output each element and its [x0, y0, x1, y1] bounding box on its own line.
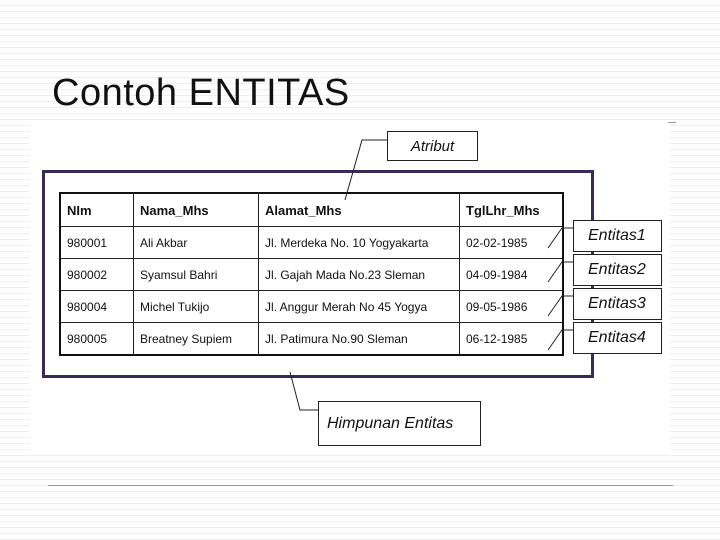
table-row: 980005 Breatney Supiem Jl. Patimura No.9…: [59, 322, 564, 356]
cell-tgllhr: 02-02-1985: [459, 226, 564, 259]
entitas2-leader-line: [547, 261, 573, 283]
cell-tgllhr: 06-12-1985: [459, 322, 564, 356]
himpunan-entitas-callout: Himpunan Entitas: [318, 401, 481, 446]
himpunan-leader-line: [289, 371, 318, 411]
entitas4-leader-line: [547, 329, 573, 351]
atribut-leader-line: [344, 139, 387, 201]
cell-alamat: Jl. Anggur Merah No 45 Yogya: [258, 290, 460, 323]
entitas2-callout: Entitas2: [573, 254, 662, 286]
table-row: 980001 Ali Akbar Jl. Merdeka No. 10 Yogy…: [59, 226, 564, 259]
footer-rule: [48, 485, 673, 486]
cell-alamat: Jl. Gajah Mada No.23 Sleman: [258, 258, 460, 291]
cell-alamat: Jl. Merdeka No. 10 Yogyakarta: [258, 226, 460, 259]
column-header-nama: Nama_Mhs: [133, 192, 259, 227]
table-row: 980002 Syamsul Bahri Jl. Gajah Mada No.2…: [59, 258, 564, 291]
entitas3-callout: Entitas3: [573, 288, 662, 320]
cell-nama: Syamsul Bahri: [133, 258, 259, 291]
atribut-callout: Atribut: [387, 131, 478, 161]
entitas1-leader-line: [547, 227, 573, 249]
cell-nim: 980002: [59, 258, 134, 291]
cell-nim: 980005: [59, 322, 134, 356]
cell-nim: 980001: [59, 226, 134, 259]
entity-table: NIm Nama_Mhs Alamat_Mhs TglLhr_Mhs 98000…: [59, 192, 564, 356]
table-header-row: NIm Nama_Mhs Alamat_Mhs TglLhr_Mhs: [59, 192, 564, 227]
cell-nim: 980004: [59, 290, 134, 323]
cell-tgllhr: 09-05-1986: [459, 290, 564, 323]
column-header-alamat: Alamat_Mhs: [258, 192, 460, 227]
cell-alamat: Jl. Patimura No.90 Sleman: [258, 322, 460, 356]
table-row: 980004 Michel Tukijo Jl. Anggur Merah No…: [59, 290, 564, 323]
entitas4-callout: Entitas4: [573, 322, 662, 354]
panel-corner-mark: [668, 122, 676, 123]
entitas1-callout: Entitas1: [573, 220, 662, 252]
cell-nama: Ali Akbar: [133, 226, 259, 259]
slide-title: Contoh ENTITAS: [52, 72, 350, 114]
cell-nama: Breatney Supiem: [133, 322, 259, 356]
entitas3-leader-line: [547, 295, 573, 317]
column-header-tgllhr: TglLhr_Mhs: [459, 192, 564, 227]
cell-tgllhr: 04-09-1984: [459, 258, 564, 291]
cell-nama: Michel Tukijo: [133, 290, 259, 323]
